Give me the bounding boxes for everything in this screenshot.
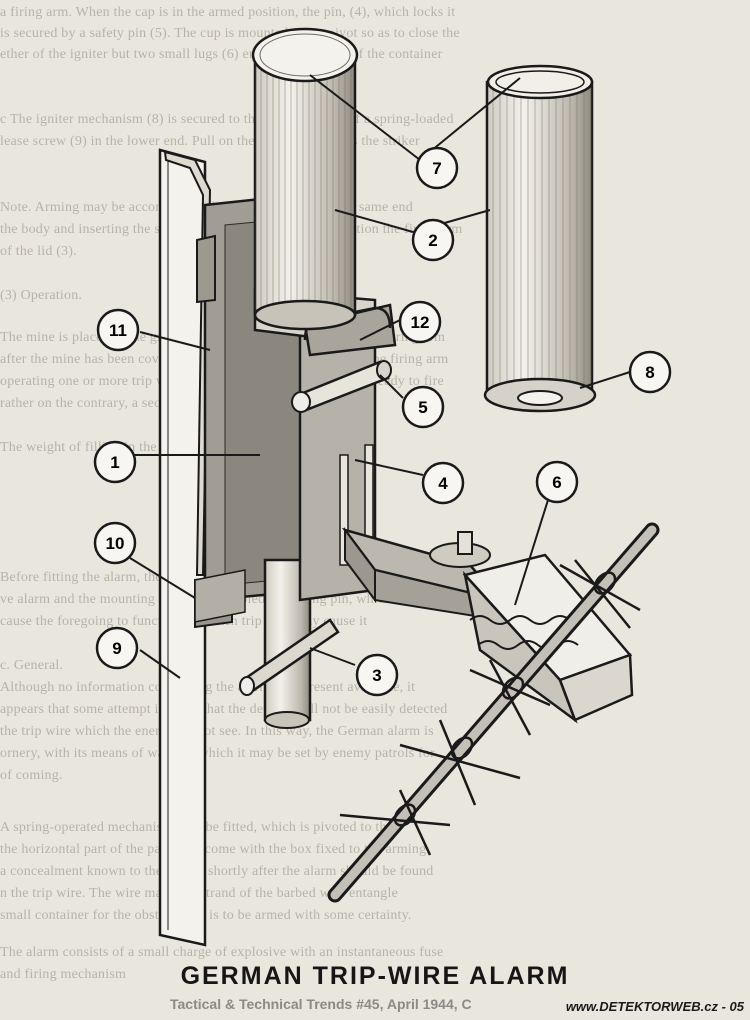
svg-text:5: 5 [418,398,427,417]
svg-text:12: 12 [411,313,430,332]
wire-clip [462,553,634,724]
callout-5: 5 [401,385,445,429]
callout-12: 12 [398,300,442,344]
callout-1: 1 [93,440,137,484]
svg-text:7: 7 [432,159,441,178]
svg-text:10: 10 [106,534,125,553]
lower-clamp [194,569,246,629]
background-text-line: the trip wire which the enemy cannot see… [0,724,434,739]
callout-9: 9 [95,626,139,670]
svg-text:4: 4 [438,474,448,493]
callout-4: 4 [421,461,465,505]
background-text-line: The alarm consists of a small charge of … [0,945,444,960]
callout-7: 7 [415,146,459,190]
spare-canister [483,64,597,413]
background-text-line: the horizontal part of the parts that co… [0,842,427,857]
installed-canister [251,27,359,331]
spring-clip [163,150,212,576]
svg-text:8: 8 [645,363,654,382]
svg-text:9: 9 [112,639,121,658]
barbed-trip-wire [327,522,660,903]
firing-arm [341,527,504,622]
callout-11: 11 [96,308,140,352]
leader-lines [129,74,631,679]
diagram-title: GERMAN TRIP-WIRE ALARM [180,962,570,990]
callout-2: 2 [411,218,455,262]
callout-10: 10 [93,521,137,565]
svg-text:3: 3 [372,666,381,685]
pivot-pin-assembly [239,558,340,729]
background-text-line: and firing mechanism [0,967,127,982]
callout-6: 6 [535,460,579,504]
background-text-line: c. General. [0,658,64,673]
background-text-line: (3) Operation. [0,288,83,303]
site-watermark: www.DETEKTORWEB.cz - 05 [565,999,744,1014]
callout-3: 3 [355,653,399,697]
svg-text:11: 11 [109,321,127,340]
svg-text:1: 1 [110,453,119,472]
svg-text:6: 6 [552,473,561,492]
callout-8: 8 [628,350,672,394]
background-text-line: Although no information concerning the a… [0,680,416,695]
background-text-line: of the lid (3). [0,244,77,259]
svg-text:2: 2 [428,231,437,250]
background-text-line: a concealment known to the enemy shortly… [0,864,434,879]
source-caption: Tactical & Technical Trends #45, April 1… [170,996,472,1012]
background-text-line: appears that some attempt is made that t… [0,702,448,717]
background-text-line: ornery, with its means of warning which … [0,746,435,761]
background-text-line: a firing arm. When the cap is in the arm… [0,5,456,20]
background-text-line: of coming. [0,768,63,783]
